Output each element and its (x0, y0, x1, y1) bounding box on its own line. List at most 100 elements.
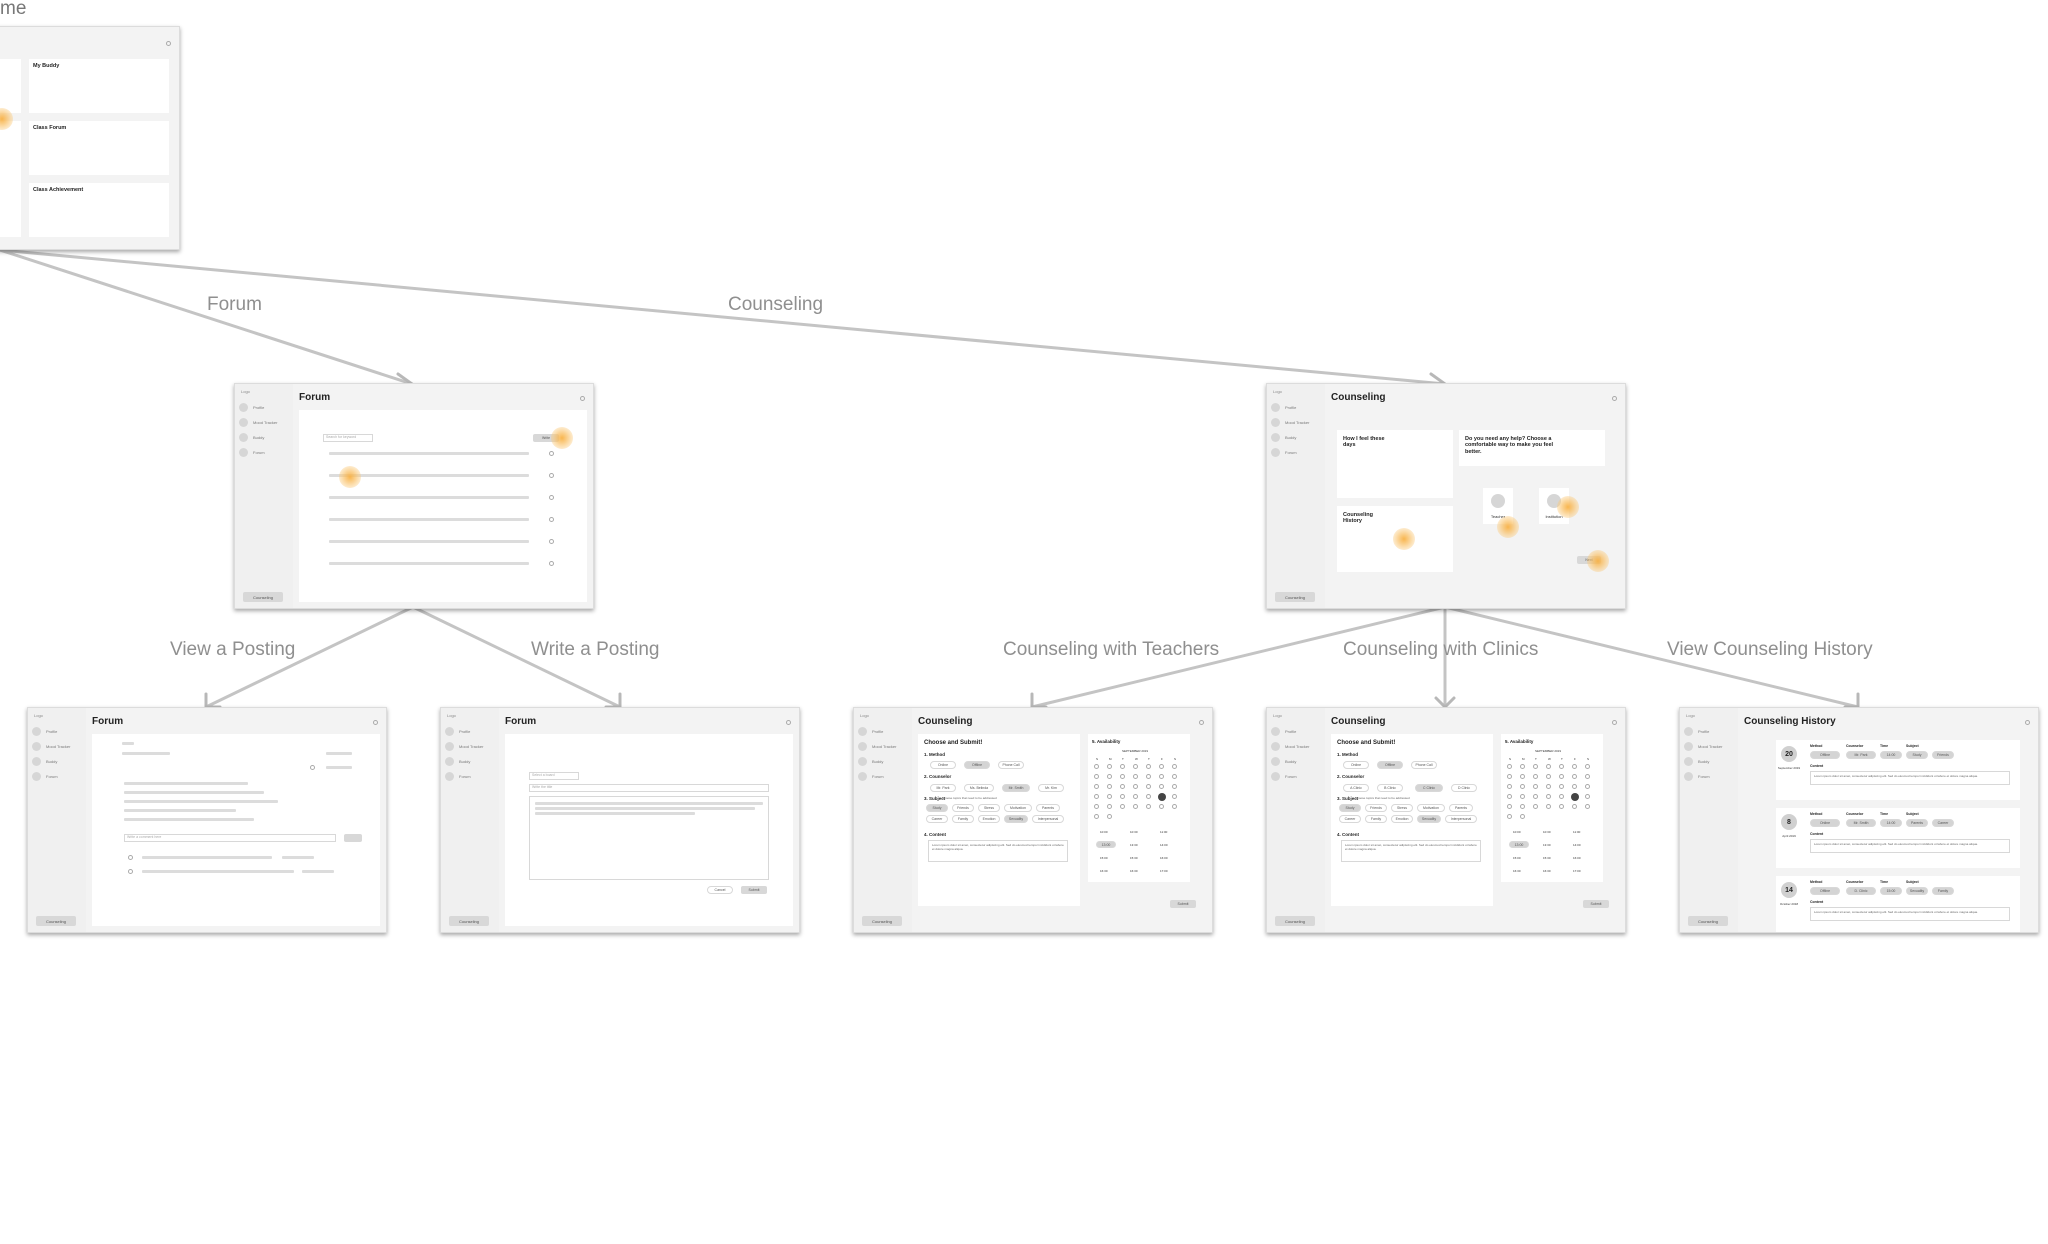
calendar-day[interactable] (1546, 804, 1551, 809)
cancel-button[interactable]: Cancel (707, 886, 733, 894)
calendar-day[interactable] (1120, 764, 1125, 769)
calendar-day[interactable] (1546, 764, 1551, 769)
subject-option[interactable]: Emotion (978, 815, 1000, 823)
settings-icon[interactable] (580, 396, 585, 401)
calendar-day[interactable] (1585, 794, 1590, 799)
calendar-day[interactable] (1559, 764, 1564, 769)
subject-option[interactable]: Study (1339, 804, 1361, 812)
time-slot[interactable]: 13:30 (1130, 843, 1138, 847)
submit-button[interactable]: Submit (1583, 900, 1609, 908)
calendar-day[interactable] (1533, 784, 1538, 789)
calendar-day[interactable] (1094, 774, 1099, 779)
submit-button[interactable]: Submit (1170, 900, 1196, 908)
calendar-day[interactable] (1146, 794, 1151, 799)
calendar-day[interactable] (1572, 764, 1577, 769)
subject-option[interactable]: Motivation (1417, 804, 1445, 812)
title-input[interactable]: Write the title (529, 784, 769, 792)
content-textarea[interactable]: Lorem ipsum dolor sit amet, consectetur … (928, 840, 1068, 862)
settings-icon[interactable] (1199, 720, 1204, 725)
method-online[interactable]: Online (1343, 761, 1369, 769)
sidebar-item-profile[interactable]: Profile (858, 726, 883, 736)
calendar-day[interactable] (1570, 792, 1579, 801)
calendar-day[interactable] (1159, 764, 1164, 769)
clinic-option[interactable]: A Clinic (1343, 784, 1369, 792)
calendar-day[interactable] (1559, 794, 1564, 799)
calendar-day[interactable] (1094, 784, 1099, 789)
time-slot[interactable]: 15:00 (1513, 856, 1521, 860)
clinic-option[interactable]: B Clinic (1377, 784, 1403, 792)
write-button[interactable]: Write (533, 434, 559, 442)
settings-icon[interactable] (373, 720, 378, 725)
calendar-day[interactable] (1520, 794, 1525, 799)
like-icon[interactable] (310, 765, 315, 770)
sidebar-item-mood-tracker[interactable]: Mood Tracker (239, 417, 277, 427)
time-slot[interactable]: 10:30 (1543, 830, 1551, 834)
calendar-day[interactable] (1159, 804, 1164, 809)
calendar-day[interactable] (1546, 794, 1551, 799)
counseling-button[interactable]: Counseling (1275, 592, 1315, 602)
settings-icon[interactable] (1612, 396, 1617, 401)
calendar-day[interactable] (1146, 784, 1151, 789)
post-row[interactable] (329, 518, 529, 521)
calendar-day[interactable] (1572, 804, 1577, 809)
subject-option[interactable]: Study (926, 804, 948, 812)
time-slot[interactable]: 14:00 (1160, 843, 1168, 847)
calendar-day[interactable] (1094, 814, 1099, 819)
calendar-day[interactable] (1520, 804, 1525, 809)
calendar-day[interactable] (1107, 794, 1112, 799)
calendar-day[interactable] (1107, 774, 1112, 779)
time-slot[interactable]: 10:00 (1100, 830, 1108, 834)
time-slot[interactable]: 16:30 (1100, 869, 1108, 873)
time-slot[interactable]: 14:00 (1573, 843, 1581, 847)
settings-icon[interactable] (166, 41, 171, 46)
calendar-day[interactable] (1159, 774, 1164, 779)
calendar-day[interactable] (1585, 764, 1590, 769)
calendar-day[interactable] (1094, 794, 1099, 799)
counselor-option[interactable]: Mr. Smith (1002, 784, 1030, 792)
time-slot[interactable]: 11:00 (1160, 830, 1168, 834)
body-textarea[interactable] (529, 796, 769, 880)
feel-card[interactable]: How I feel these days (1337, 430, 1453, 498)
post-row[interactable] (329, 540, 529, 543)
calendar-day[interactable] (1159, 784, 1164, 789)
calendar-day[interactable] (1133, 774, 1138, 779)
history-entry[interactable]: 14 October 2018 Method Counselor Time Su… (1776, 876, 2020, 932)
sidebar-item-profile[interactable]: Profile (445, 726, 470, 736)
option-teacher[interactable]: Teacher (1483, 488, 1513, 524)
method-offline[interactable]: Offline (964, 761, 990, 769)
calendar-day[interactable] (1507, 794, 1512, 799)
calendar-day[interactable] (1172, 784, 1177, 789)
subject-option[interactable]: Career (926, 815, 948, 823)
sidebar-item-forum[interactable]: Forum (858, 771, 884, 781)
subject-option[interactable]: Stress (978, 804, 1000, 812)
sidebar-item-forum[interactable]: Forum (1271, 771, 1297, 781)
subject-option[interactable]: Stress (1391, 804, 1413, 812)
subject-option[interactable]: Emotion (1391, 815, 1413, 823)
calendar-day[interactable] (1172, 774, 1177, 779)
home-card-buddy[interactable]: My Buddy (29, 59, 169, 113)
time-slot[interactable]: 15:00 (1100, 856, 1108, 860)
subject-option[interactable]: Career (1339, 815, 1361, 823)
calendar-day[interactable] (1533, 774, 1538, 779)
calendar-day[interactable] (1546, 774, 1551, 779)
calendar-day[interactable] (1172, 804, 1177, 809)
settings-icon[interactable] (2025, 720, 2030, 725)
sidebar-item-mood-tracker[interactable]: Mood Tracker (1684, 741, 1722, 751)
time-slot[interactable]: 11:00 (1573, 830, 1581, 834)
menu-icon[interactable] (549, 451, 554, 456)
sidebar-item-buddy[interactable]: Buddy (445, 756, 470, 766)
calendar-day[interactable] (1107, 814, 1112, 819)
submit-button[interactable]: Submit (741, 886, 767, 894)
calendar-day[interactable] (1507, 764, 1512, 769)
calendar-day[interactable] (1172, 794, 1177, 799)
menu-icon[interactable] (549, 561, 554, 566)
time-slot[interactable]: 16:00 (1160, 856, 1168, 860)
calendar-day[interactable] (1585, 804, 1590, 809)
calendar-day[interactable] (1133, 804, 1138, 809)
time-slot[interactable]: 16:30 (1543, 869, 1551, 873)
comment-input[interactable]: Write a comment here (124, 834, 336, 842)
counseling-button[interactable]: Counseling (862, 916, 902, 926)
time-slot[interactable]: 10:30 (1130, 830, 1138, 834)
calendar-day[interactable] (1507, 814, 1512, 819)
calendar-day[interactable] (1120, 794, 1125, 799)
